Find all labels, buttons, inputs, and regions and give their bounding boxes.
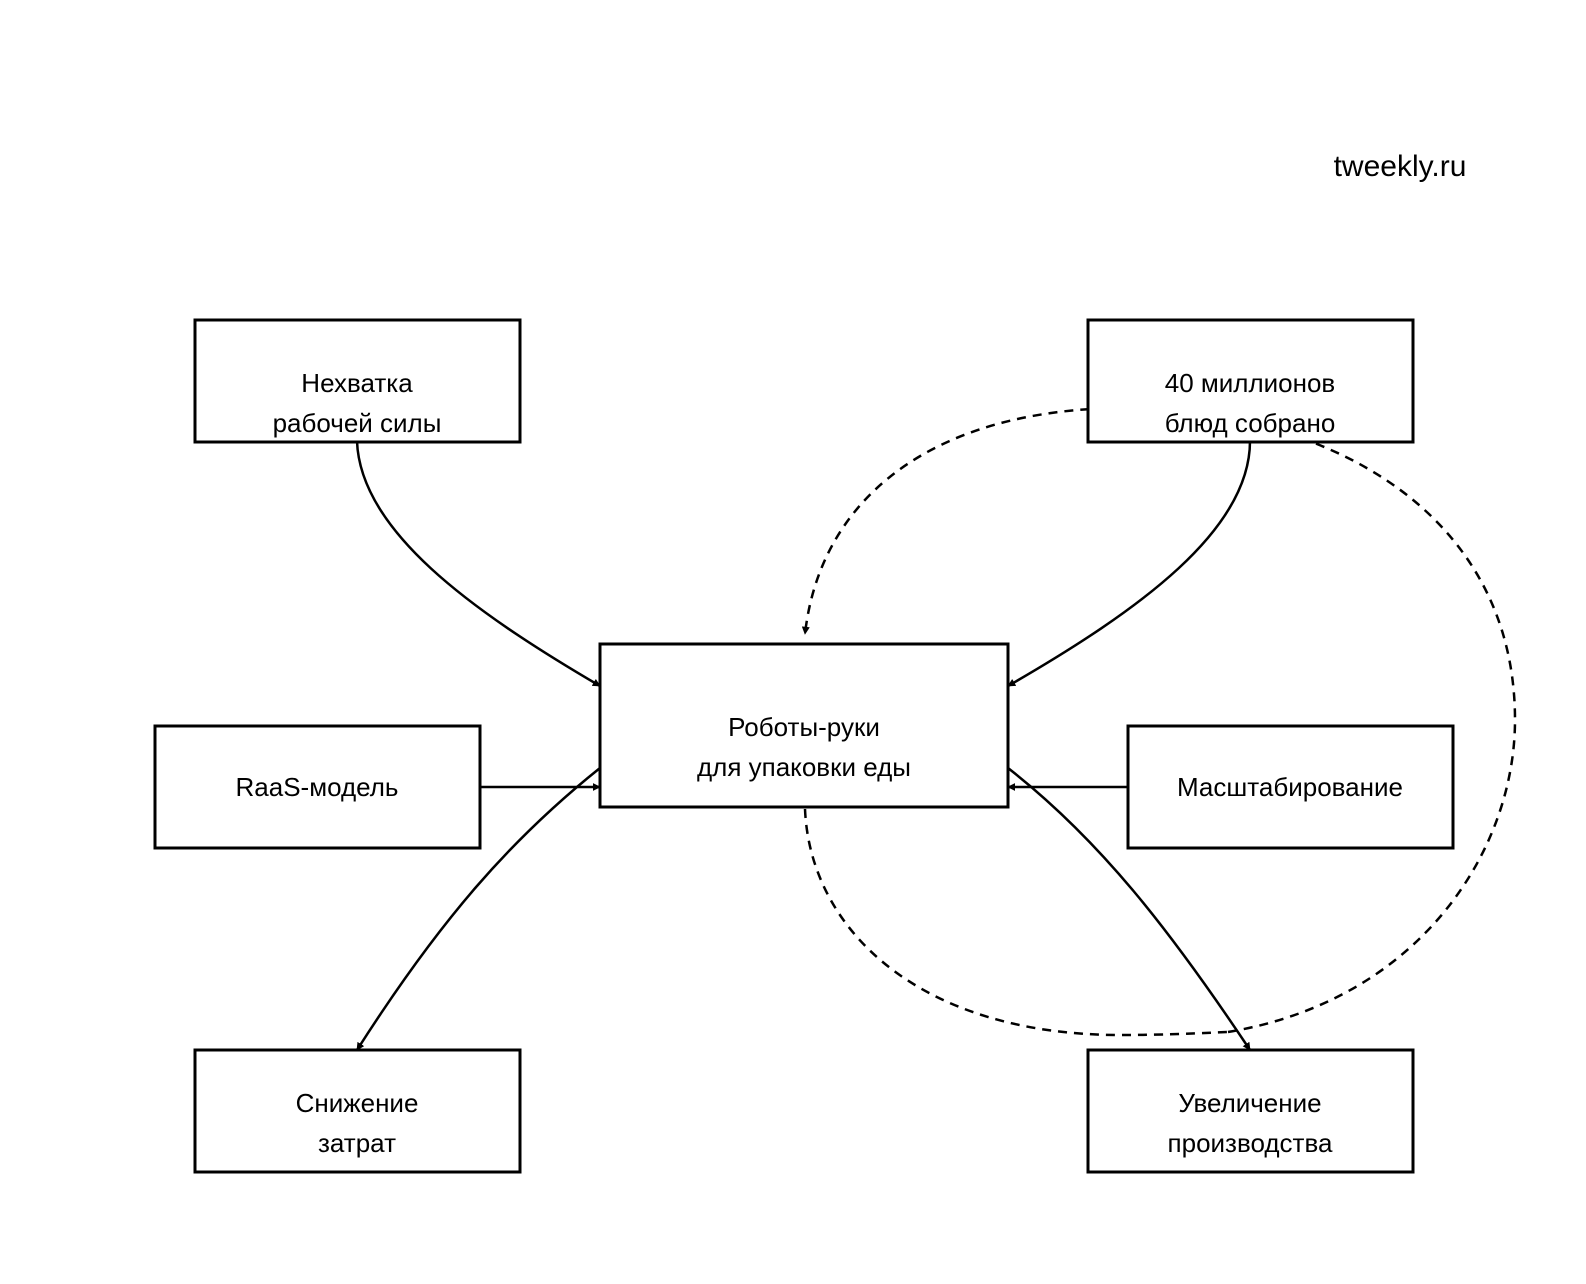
node-labor-shortage: Нехватка рабочей силы (193, 318, 522, 444)
edge-labor-shortage-to-center (355, 440, 601, 688)
edge-center-to-production-increase (1007, 767, 1252, 1051)
watermark-text: tweekly.ru (1334, 150, 1467, 183)
node-raas-model: RaaS-модель (153, 724, 482, 850)
node-raas-model-line1: RaaS-модель (236, 772, 399, 802)
node-meals-assembled-line1: 40 миллионов (1165, 368, 1336, 398)
node-labor-shortage-line1: Нехватка (301, 368, 413, 398)
node-center-line1: Роботы-руки (728, 712, 880, 742)
node-cost-reduction: Снижение затрат (193, 1048, 522, 1174)
node-center-line2: для упаковки еды (697, 752, 911, 782)
node-cost-reduction-line1: Снижение (296, 1088, 419, 1118)
node-production-increase-line2: производства (1168, 1128, 1333, 1158)
node-production-increase-line1: Увеличение (1178, 1088, 1321, 1118)
node-center: Роботы-руки для упаковки еды (598, 642, 1010, 809)
node-meals-assembled: 40 миллионов блюд собрано (1086, 318, 1415, 444)
edge-meals-assembled-to-center (1007, 440, 1252, 688)
node-scaling: Масштабирование (1126, 724, 1455, 850)
edge-center-to-cost-reduction (355, 767, 601, 1051)
edge-dashed-center-to-production (803, 808, 1229, 1037)
node-cost-reduction-line2: затрат (318, 1128, 396, 1158)
edge-dashed-loop-to-center (801, 406, 1517, 1034)
node-meals-assembled-line2: блюд собрано (1165, 408, 1336, 438)
node-labor-shortage-line2: рабочей силы (273, 408, 442, 438)
node-scaling-line1: Масштабирование (1177, 772, 1403, 802)
node-production-increase: Увеличение производства (1086, 1048, 1415, 1174)
